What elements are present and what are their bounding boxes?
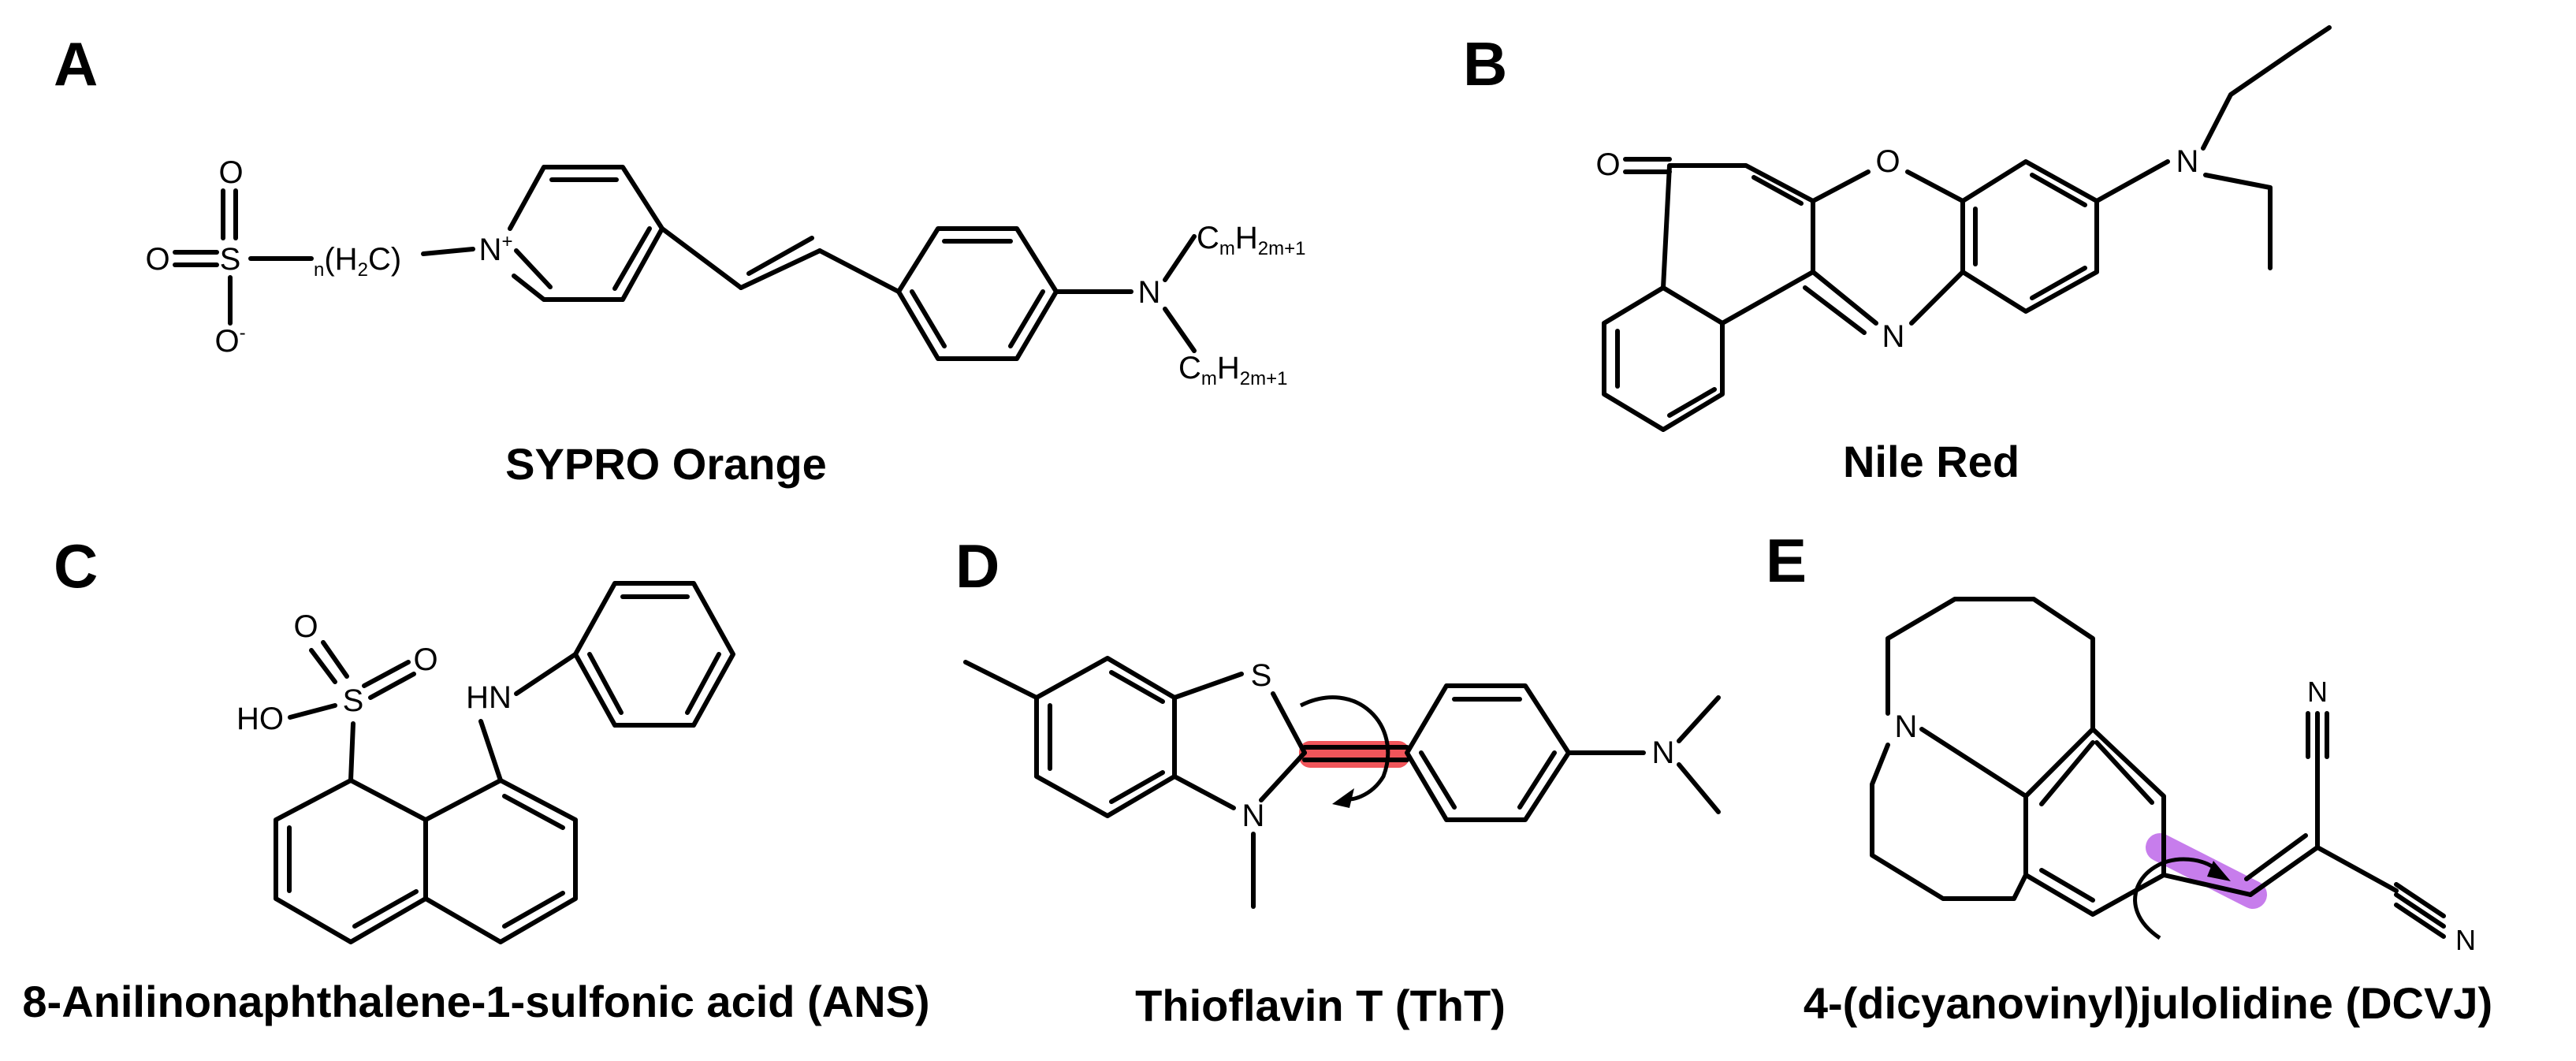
atom-o-left: O bbox=[145, 242, 169, 277]
panel-letter-a: A bbox=[54, 29, 98, 99]
sypro-orange-structure: O O S O- n(H2C) N+ N bbox=[145, 155, 1305, 389]
atom-o-s1: O bbox=[293, 609, 318, 644]
atom-n-julolidine: N bbox=[1895, 709, 1918, 744]
atom-s: S bbox=[220, 242, 241, 277]
atom-o-s2: O bbox=[413, 642, 437, 677]
ans-structure: O O S HO HN bbox=[236, 581, 735, 944]
atom-n-dimethyl: N bbox=[1652, 735, 1675, 770]
atom-s-sulfonic: S bbox=[343, 683, 364, 718]
atom-o-top: O bbox=[218, 155, 243, 190]
thioflavin-t-structure: S N N bbox=[963, 656, 1721, 909]
caption-nile-red: Nile Red bbox=[1843, 437, 2019, 486]
panel-letter-d: D bbox=[955, 531, 1000, 601]
rotatable-bond-highlight bbox=[2146, 833, 2267, 909]
nile-red-structure: O O N N bbox=[1595, 25, 2332, 432]
atom-hn: HN bbox=[466, 680, 512, 715]
atom-ho: HO bbox=[236, 702, 284, 736]
dcvj-structure: N N N bbox=[1870, 597, 2476, 956]
atom-n-ring: N bbox=[1882, 319, 1905, 354]
panel-letter-b: B bbox=[1463, 29, 1507, 99]
panel-e: E N N bbox=[1766, 526, 2492, 1028]
atom-n-plus: N+ bbox=[479, 231, 513, 267]
alkyl-group-lower: CmH2m+1 bbox=[1178, 351, 1287, 389]
panel-c: C O O S HO HN 8- bbox=[22, 531, 929, 1026]
caption-sypro-orange: SYPRO Orange bbox=[505, 439, 827, 489]
caption-ans: 8-Anilinonaphthalene-1-sulfonic acid (AN… bbox=[22, 977, 929, 1026]
panel-a: A O O S O- n(H2C) N+ bbox=[54, 29, 1305, 489]
atom-o-ring: O bbox=[1875, 144, 1900, 179]
atom-s-thiazole: S bbox=[1251, 658, 1272, 693]
atom-n-thiazolium: N bbox=[1242, 799, 1265, 833]
alkyl-group-upper: CmH2m+1 bbox=[1197, 221, 1305, 259]
atom-n-cyano-top: N bbox=[2307, 676, 2328, 708]
panel-letter-e: E bbox=[1766, 526, 1807, 595]
atom-o-minus: O- bbox=[214, 322, 245, 359]
caption-thioflavin-t: Thioflavin T (ThT) bbox=[1135, 981, 1506, 1030]
atom-n-diethyl: N bbox=[2176, 144, 2199, 179]
atom-n-amine: N bbox=[1138, 275, 1161, 310]
atom-o-carbonyl: O bbox=[1595, 147, 1620, 182]
caption-dcvj: 4-(dicyanovinyl)julolidine (DCVJ) bbox=[1804, 978, 2492, 1028]
panel-letter-c: C bbox=[54, 531, 98, 601]
panel-d: D S N bbox=[955, 531, 1721, 1030]
alkyl-chain-label: n(H2C) bbox=[314, 242, 401, 281]
panel-b: B O O N N bbox=[1463, 25, 2332, 486]
atom-n-cyano-right: N bbox=[2455, 924, 2476, 956]
